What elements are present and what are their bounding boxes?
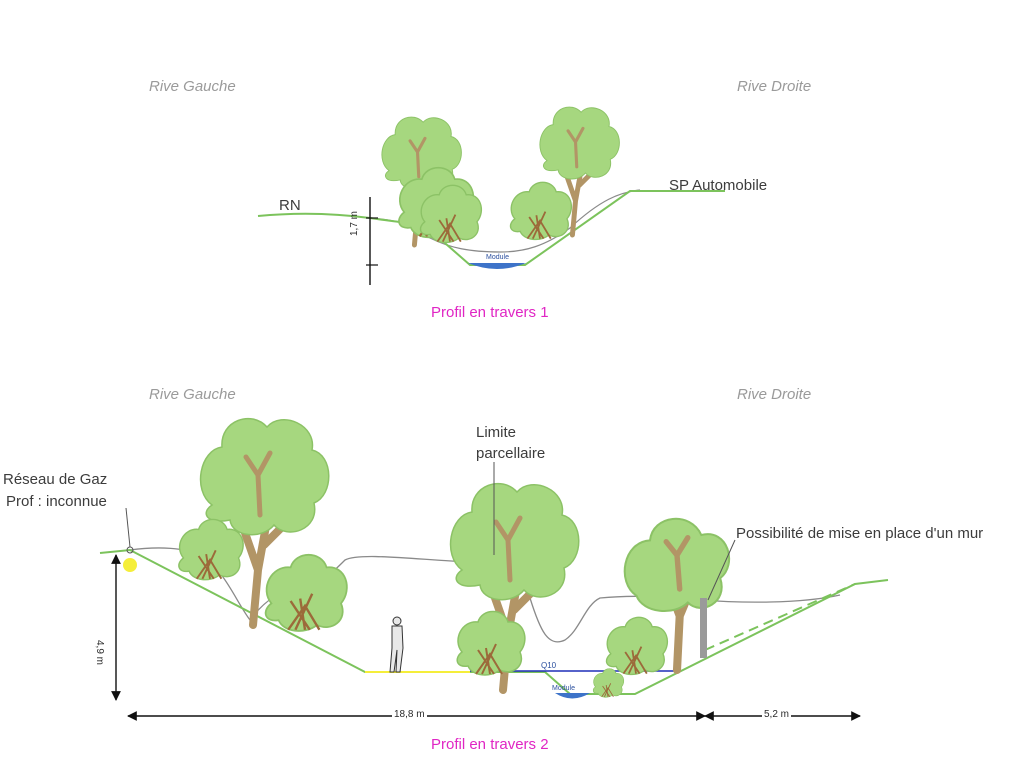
profile-2-bush-center bbox=[456, 610, 526, 676]
label-rn: RN bbox=[279, 197, 301, 214]
mur-label: Possibilité de mise en place d'un mur bbox=[736, 525, 984, 542]
limite-label-line1: Limite bbox=[476, 424, 517, 441]
wall-post bbox=[700, 598, 707, 658]
profile-1-height-label: 1,7 m bbox=[349, 210, 360, 236]
profile-2 bbox=[99, 419, 889, 721]
profile-2-water bbox=[555, 693, 590, 699]
profile-2-bush-middle bbox=[264, 553, 349, 633]
label-sp-automobile: SP Automobile bbox=[669, 177, 768, 194]
mur-leader bbox=[707, 539, 736, 601]
gas-label-line1: Réseau de Gaz bbox=[3, 471, 108, 488]
profile-2-bank-left: Rive Gauche bbox=[149, 386, 236, 403]
profile-2-terrain bbox=[99, 548, 889, 695]
profile-2-bank-right: Rive Droite bbox=[737, 386, 812, 403]
profile-1-bush-right bbox=[509, 181, 573, 241]
profile-1-bank-left: Rive Gauche bbox=[149, 78, 236, 95]
person-silhouette bbox=[389, 616, 404, 673]
profile-2-height-label: 4,9 m bbox=[94, 640, 105, 666]
profile-1-module-label: Module bbox=[486, 254, 509, 261]
limite-label-line2: parcellaire bbox=[476, 445, 546, 462]
profile-2-module-label: Module bbox=[552, 685, 575, 692]
caption-profile-2: Profil en travers 2 bbox=[431, 736, 549, 753]
profile-1 bbox=[257, 107, 725, 285]
q10-label: Q10 bbox=[541, 661, 557, 670]
caption-profile-1: Profil en travers 1 bbox=[431, 304, 549, 321]
profile-1-bank-right: Rive Droite bbox=[737, 78, 812, 95]
profile-2-width-label-right: 5,2 m bbox=[762, 709, 792, 720]
profile-1-water bbox=[468, 263, 526, 269]
profile-2-bush-small bbox=[592, 668, 625, 698]
profile-2-bush-right bbox=[605, 616, 669, 676]
gas-label-line2: Prof : inconnue bbox=[6, 493, 107, 510]
profile-2-projected-slope bbox=[704, 583, 856, 651]
gas-marker bbox=[123, 558, 137, 572]
gas-leader bbox=[125, 507, 131, 548]
profile-2-width-label: 18,8 m bbox=[392, 709, 427, 720]
